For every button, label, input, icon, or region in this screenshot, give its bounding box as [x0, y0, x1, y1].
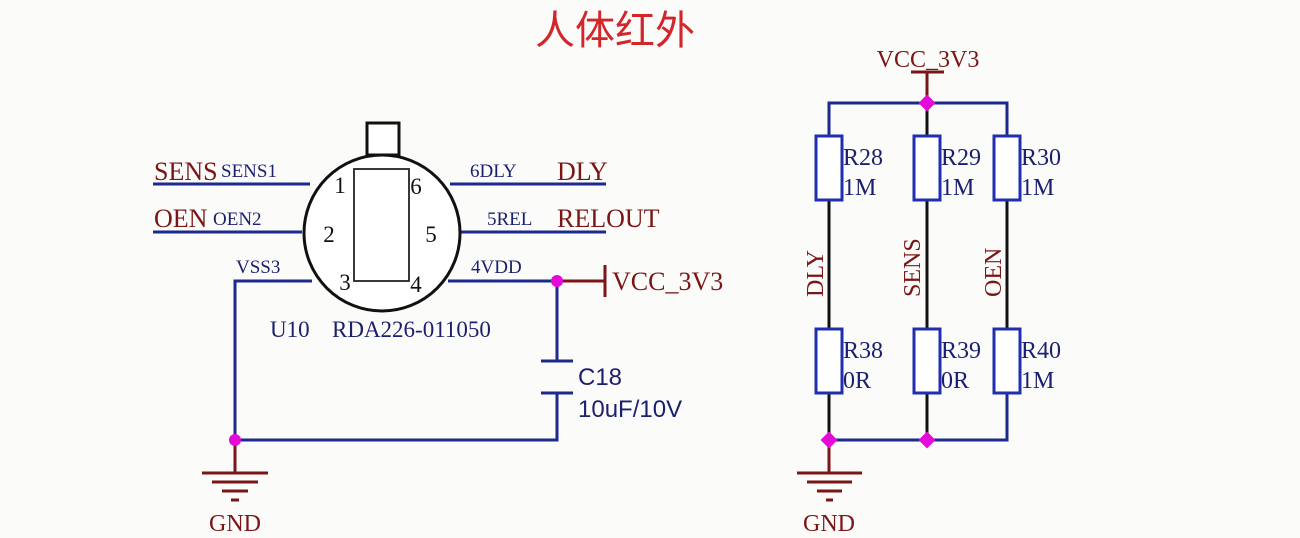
- sensor-tab: [365, 121, 401, 157]
- capacitor-designator: C18: [578, 364, 622, 391]
- r38-designator: R38: [843, 338, 883, 364]
- junction-gnd-left: [229, 434, 241, 446]
- gnd-label-left: GND: [209, 511, 261, 537]
- net-label-oen: OEN: [154, 204, 208, 233]
- wire-pin3-vss: [233, 279, 312, 440]
- net-label-col-sens: SENS: [900, 238, 926, 297]
- net-label-col-oen: OEN: [981, 248, 1007, 297]
- pin-label-5: 5REL: [487, 209, 532, 230]
- inner-pin-5: 5: [425, 222, 437, 247]
- junction-vdd: [551, 275, 563, 287]
- r39-value: 0R: [941, 368, 969, 394]
- sensor-window: [353, 168, 410, 282]
- wire-gnd-return: [235, 393, 559, 442]
- resistor-r28: [814, 134, 844, 202]
- pin-label-4: 4VDD: [471, 257, 522, 278]
- inner-pin-1: 1: [334, 173, 346, 198]
- inner-pin-2: 2: [323, 222, 335, 247]
- junction-vcc-right: [918, 94, 936, 112]
- vcc-label-left: VCC_3V3: [612, 267, 723, 296]
- sensor-designator: U10: [270, 317, 310, 342]
- r40-designator: R40: [1021, 338, 1061, 364]
- r40-value: 1M: [1021, 368, 1054, 394]
- pin-label-1: SENS1: [221, 161, 277, 182]
- ground-icon: [797, 471, 862, 502]
- top-bus: [827, 101, 1009, 136]
- resistor-r39: [912, 327, 942, 395]
- vcc-label-right: VCC_3V3: [877, 47, 980, 73]
- r39-designator: R39: [941, 338, 981, 364]
- r28-value: 1M: [843, 175, 876, 201]
- net-label-col-dly: DLY: [803, 250, 829, 297]
- r30-value: 1M: [1021, 175, 1054, 201]
- inner-pin-3: 3: [339, 270, 351, 295]
- sensor-part-number: RDA226-011050: [332, 317, 491, 342]
- r38-value: 0R: [843, 368, 871, 394]
- pin-label-6: 6DLY: [470, 161, 517, 182]
- resistor-network: VCC_3V3 R28 1M R29 1M R30 1M R38 0R R39 …: [797, 47, 1061, 537]
- schematic-title: 人体红外: [535, 8, 695, 53]
- resistor-r29: [912, 134, 942, 202]
- inner-pin-6: 6: [410, 174, 422, 199]
- net-label-relout: RELOUT: [557, 204, 660, 233]
- resistor-r38: [814, 327, 844, 395]
- r28-designator: R28: [843, 145, 883, 171]
- r29-value: 1M: [941, 175, 974, 201]
- inner-pin-4: 4: [410, 272, 422, 297]
- resistor-r30: [992, 134, 1022, 202]
- pin-label-2: OEN2: [213, 209, 262, 230]
- r29-designator: R29: [941, 145, 981, 171]
- resistor-r40: [992, 327, 1022, 395]
- bottom-bus: [829, 393, 1009, 442]
- net-label-sens: SENS: [154, 157, 218, 186]
- pir-sensor-circuit: 1 2 3 4 5 6 SENS1 OEN2 VSS3 4VDD 5REL 6D…: [153, 121, 723, 537]
- r30-designator: R30: [1021, 145, 1061, 171]
- gnd-label-right: GND: [803, 511, 855, 537]
- ground-icon: [202, 471, 268, 502]
- capacitor-value: 10uF/10V: [578, 396, 682, 423]
- pin-label-3: VSS3: [236, 257, 280, 278]
- net-label-dly: DLY: [557, 157, 608, 186]
- junction-gnd-right-2: [918, 431, 936, 449]
- junction-gnd-right-1: [820, 431, 838, 449]
